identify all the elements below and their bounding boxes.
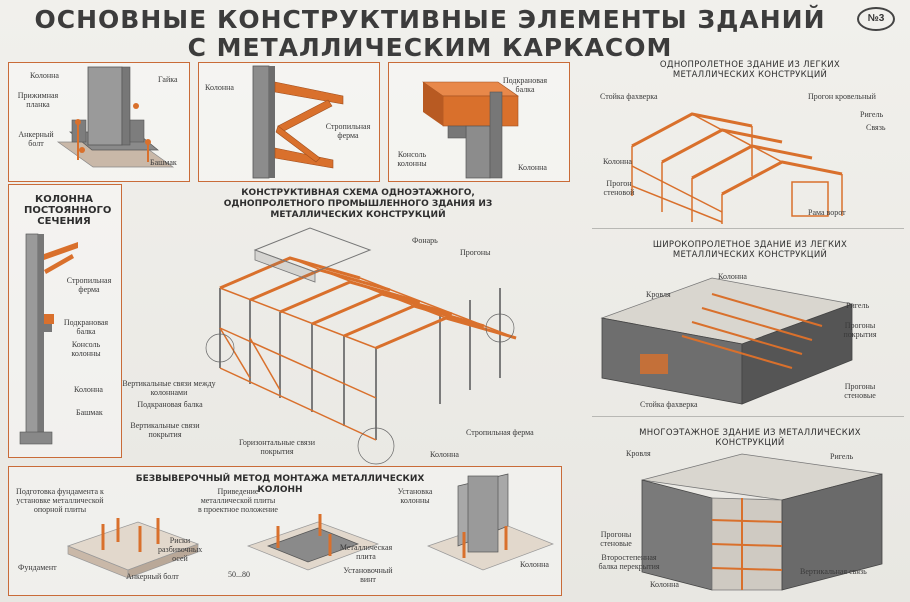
mounting-steps-drawing xyxy=(66,473,554,579)
label-base-clamp: Прижимная планка xyxy=(17,91,59,109)
label-light-wall-purlin: Прогон стеновой xyxy=(603,179,635,197)
label-light-tie: Связь xyxy=(866,123,886,132)
label-crane-column: Колонна xyxy=(518,163,547,172)
multi-storey-building-drawing xyxy=(641,453,883,591)
label-wide-column: Колонна xyxy=(718,272,747,281)
label-bottom-screw: Установочный винт xyxy=(343,566,393,584)
center-heading: КОНСТРУКТИВНАЯ СХЕМА ОДНОЭТАЖНОГО, ОДНОП… xyxy=(223,188,493,220)
label-bottom-anchor: Анкерный болт xyxy=(126,572,179,581)
label-col-rafter: Стропильная ферма xyxy=(66,276,112,294)
poster-number: №3 xyxy=(857,7,895,31)
column-base-detail-drawing xyxy=(56,66,175,168)
crane-beam-detail-drawing xyxy=(422,81,519,179)
right-wide-heading: ШИРОКОПРОЛЕТНОЕ ЗДАНИЕ ИЗ ЛЕГКИХ МЕТАЛЛИ… xyxy=(652,240,848,260)
label-wide-wall-purlins: Прогоны стеновые xyxy=(844,382,876,400)
label-col-console: Консоль колонны xyxy=(71,340,101,358)
label-truss-column: Колонна xyxy=(205,83,234,92)
constant-section-column-drawing xyxy=(19,233,78,445)
right-divider-1 xyxy=(592,228,904,229)
label-base-nut: Гайка xyxy=(158,75,178,84)
label-bottom-foundation: Фундамент xyxy=(18,563,57,572)
label-wide-roof-purlins: Прогоны покрытия xyxy=(843,321,877,339)
label-light-post: Стойка фахверка xyxy=(600,92,658,101)
label-multi-vertical-tie: Вертикальная связь xyxy=(800,567,867,576)
label-light-roof-purlin: Прогон кровельный xyxy=(808,92,876,101)
label-bottom-column: Колонна xyxy=(520,560,549,569)
label-crane-beam: Подкрановая балка xyxy=(502,76,548,94)
label-col-crane-beam: Подкрановая балка xyxy=(63,318,109,336)
label-wide-roof: Кровля xyxy=(646,290,671,299)
label-light-girder: Ригель xyxy=(860,110,884,119)
column-panel-heading: КОЛОННА ПОСТОЯННОГО СЕЧЕНИЯ xyxy=(24,194,112,227)
label-multi-column: Колонна xyxy=(650,580,679,589)
label-bottom-plate: Металлическая плита xyxy=(339,543,393,561)
label-center-lantern: Фонарь xyxy=(412,236,438,245)
label-wide-post: Стойка фахверка xyxy=(640,400,698,409)
label-bottom-install: Установка колонны xyxy=(397,487,433,505)
label-center-crane-beam: Подкрановая балка xyxy=(137,400,203,409)
label-base-anchor: Анкерный болт xyxy=(18,130,54,148)
wide-span-building-drawing xyxy=(600,277,854,405)
label-multi-wall-purlins: Прогоны стеновые xyxy=(600,530,632,548)
label-base-shoe: Башмак xyxy=(150,158,177,167)
label-col-column: Колонна xyxy=(74,385,103,394)
label-bottom-prep: Подготовка фундамента к установке металл… xyxy=(16,487,104,514)
label-bottom-marks: Риски разбивочных осей xyxy=(158,536,203,563)
right-multi-heading: МНОГОЭТАЖНОЕ ЗДАНИЕ ИЗ МЕТАЛЛИЧЕСКИХ КОН… xyxy=(639,428,861,448)
label-crane-console: Консоль колонны xyxy=(397,150,427,168)
label-wide-girder: Ригель xyxy=(846,301,870,310)
right-light-heading: ОДНОПРОЛЕТНОЕ ЗДАНИЕ ИЗ ЛЕГКИХ МЕТАЛЛИЧЕ… xyxy=(659,60,841,80)
label-center-vert-roof: Вертикальные связи покрытия xyxy=(130,421,200,439)
label-center-horiz-roof: Горизонтальные связи покрытия xyxy=(238,438,315,456)
label-center-purlins: Прогоны xyxy=(460,248,491,257)
label-light-column: Колонна xyxy=(603,157,632,166)
label-bottom-bring: Приведение металлической плиты в проектн… xyxy=(198,487,278,514)
bottom-heading: БЕЗВЫВЕРОЧНЫЙ МЕТОД МОНТАЖА МЕТАЛЛИЧЕСКИ… xyxy=(135,474,425,495)
label-col-shoe: Башмак xyxy=(76,408,103,417)
label-center-vert-cols: Вертикальные связи между колоннами xyxy=(122,379,216,397)
label-center-truss: Стропильная ферма xyxy=(466,428,534,437)
label-light-gate: Рама ворот xyxy=(808,208,846,217)
light-building-drawing xyxy=(631,112,843,224)
label-truss-rafter: Стропильная ферма xyxy=(325,122,371,140)
industrial-building-scheme-drawing xyxy=(205,227,517,465)
label-multi-secondary-beam: Второстепенная балка перекрытия xyxy=(598,553,660,571)
poster-title-line2: С МЕТАЛЛИЧЕСКИМ КАРКАСОМ xyxy=(187,33,673,62)
label-base-column: Колонна xyxy=(30,71,59,80)
label-multi-girder: Ригель xyxy=(830,452,854,461)
label-multi-roof: Кровля xyxy=(626,449,651,458)
truss-connection-detail-drawing xyxy=(252,65,344,179)
label-bottom-dim: 50...80 xyxy=(228,570,250,579)
poster-title-line1: ОСНОВНЫЕ КОНСТРУКТИВНЫЕ ЭЛЕМЕНТЫ ЗДАНИЙ xyxy=(34,5,826,34)
right-divider-2 xyxy=(592,416,904,417)
label-center-column: Колонна xyxy=(430,450,459,459)
